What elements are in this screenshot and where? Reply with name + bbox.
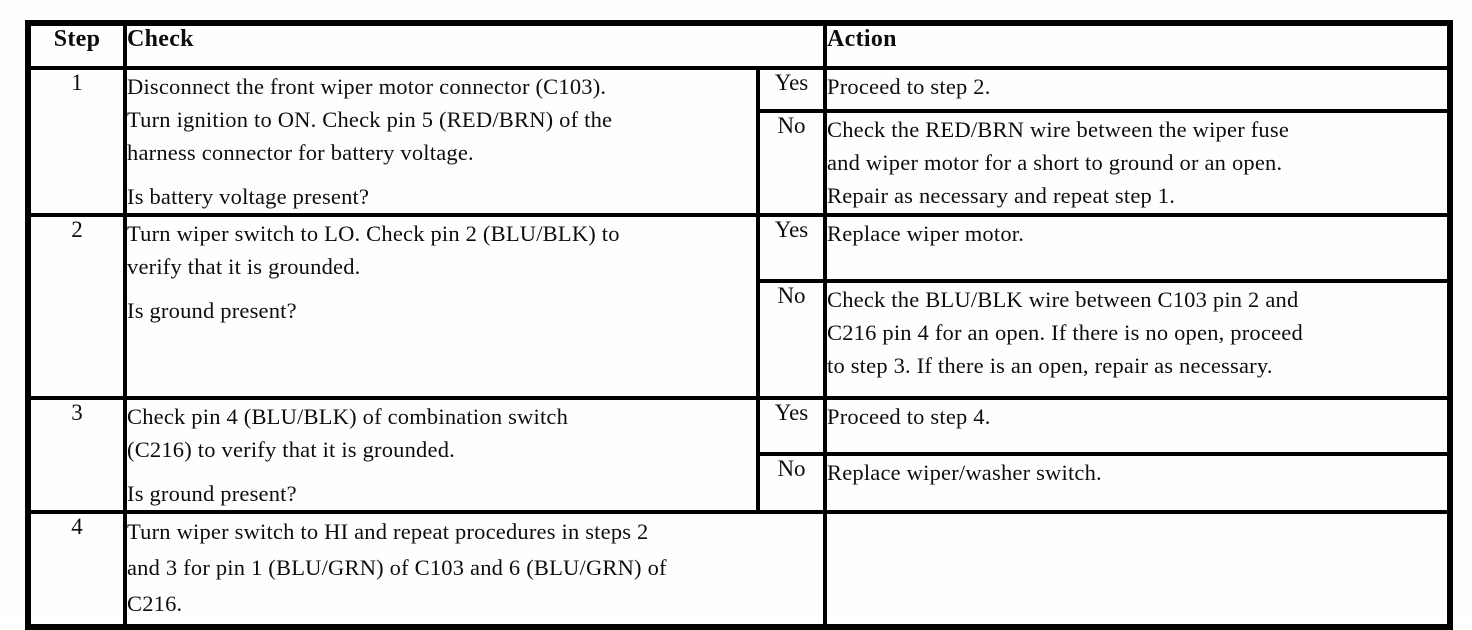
table-row-step-4: 4 Turn wiper switch to HI and repeat pro…	[26, 510, 1452, 629]
table-row-step-1-yes: 1 Disconnect the front wiper motor conne…	[26, 65, 1452, 217]
column-header-step: Step	[26, 21, 127, 70]
no-label-cell: No	[756, 109, 827, 217]
check-paragraph: Check pin 4 (BLU/BLK) of combination swi…	[127, 402, 754, 466]
no-action-cell: Check the BLU/BLK wire between C103 pin …	[823, 279, 1452, 400]
text-line: and 3 for pin 1 (BLU/GRN) of C103 and 6 …	[127, 555, 667, 580]
text-line: Is battery voltage present?	[127, 184, 370, 209]
text-line: C216 pin 4 for an open. If there is no o…	[827, 320, 1303, 345]
check-paragraph: Turn wiper switch to HI and repeat proce…	[127, 516, 821, 622]
check-cell: Turn wiper switch to HI and repeat proce…	[123, 510, 827, 629]
yes-action-cell: Replace wiper motor.	[823, 213, 1452, 283]
check-cell: Check pin 4 (BLU/BLK) of combination swi…	[123, 396, 760, 514]
header-row: Step Check Action	[26, 21, 1452, 70]
text-line: to step 3. If there is an open, repair a…	[827, 353, 1273, 378]
step-cell: 1	[26, 66, 127, 217]
text-line: verify that it is grounded.	[127, 254, 361, 279]
text-line: Proceed to step 2.	[827, 74, 991, 99]
no-label-cell: No	[756, 452, 827, 514]
text-line: Is ground present?	[127, 298, 297, 323]
column-header-action: Action	[823, 21, 1452, 70]
text-line: Disconnect the front wiper motor connect…	[127, 74, 607, 99]
text-line: Turn wiper switch to LO. Check pin 2 (BL…	[127, 221, 620, 246]
text-line: Check pin 4 (BLU/BLK) of combination swi…	[127, 404, 569, 429]
table-row-step-3-yes: 3 Check pin 4 (BLU/BLK) of combination s…	[26, 395, 1452, 514]
action-cell-empty	[823, 510, 1452, 629]
text-line: (C216) to verify that it is grounded.	[127, 437, 455, 462]
check-cell: Turn wiper switch to LO. Check pin 2 (BL…	[123, 213, 760, 400]
no-action-cell: Check the RED/BRN wire between the wiper…	[823, 109, 1452, 217]
column-header-check: Check	[123, 21, 827, 70]
check-cell: Disconnect the front wiper motor connect…	[123, 66, 760, 217]
yes-label-cell: Yes	[756, 395, 827, 457]
table-row-step-3-no: No Replace wiper/washer switch.	[28, 452, 1452, 514]
table-row-step-2-no: No Check the BLU/BLK wire between C103 p…	[28, 279, 1452, 400]
text-line: Check the RED/BRN wire between the wiper…	[827, 117, 1289, 143]
diagnostic-table: Step Check Action 1 Disconnect the front…	[25, 20, 1453, 630]
no-label-cell: No	[756, 279, 827, 400]
text-line: Turn wiper switch to HI and repeat proce…	[127, 519, 649, 544]
step-cell: 2	[26, 213, 127, 400]
no-action-cell: Replace wiper/washer switch.	[823, 452, 1452, 514]
yes-label-cell: Yes	[756, 213, 827, 283]
yes-label-cell: Yes	[756, 65, 827, 114]
text-line: Is ground present?	[127, 481, 297, 506]
yes-action-cell: Proceed to step 2.	[823, 65, 1452, 114]
text-line: Turn ignition to ON. Check pin 5 (RED/BR…	[127, 107, 613, 132]
check-question: Is ground present?	[127, 477, 754, 508]
text-line: and wiper motor for a short to ground or…	[827, 150, 1283, 176]
table-row-step-2-yes: 2 Turn wiper switch to LO. Check pin 2 (…	[26, 213, 1452, 400]
text-line: Proceed to step 4.	[827, 404, 991, 429]
text-line: Replace wiper motor.	[827, 221, 1025, 246]
check-question: Is battery voltage present?	[127, 180, 754, 211]
yes-action-cell: Proceed to step 4.	[823, 395, 1452, 457]
text-line: Check the BLU/BLK wire between C103 pin …	[827, 287, 1299, 312]
table-row-step-1-no: No Check the RED/BRN wire between the wi…	[28, 109, 1452, 217]
step-cell: 4	[26, 510, 127, 629]
check-question: Is ground present?	[127, 294, 754, 327]
text-line: Repair as necessary and repeat step 1.	[827, 183, 1176, 209]
step-cell: 3	[26, 396, 127, 514]
text-line: C216.	[127, 591, 183, 616]
text-line: harness connector for battery voltage.	[127, 140, 474, 165]
text-line: Replace wiper/washer switch.	[827, 460, 1102, 486]
check-paragraph: Turn wiper switch to LO. Check pin 2 (BL…	[127, 219, 754, 283]
check-paragraph: Disconnect the front wiper motor connect…	[127, 72, 754, 169]
